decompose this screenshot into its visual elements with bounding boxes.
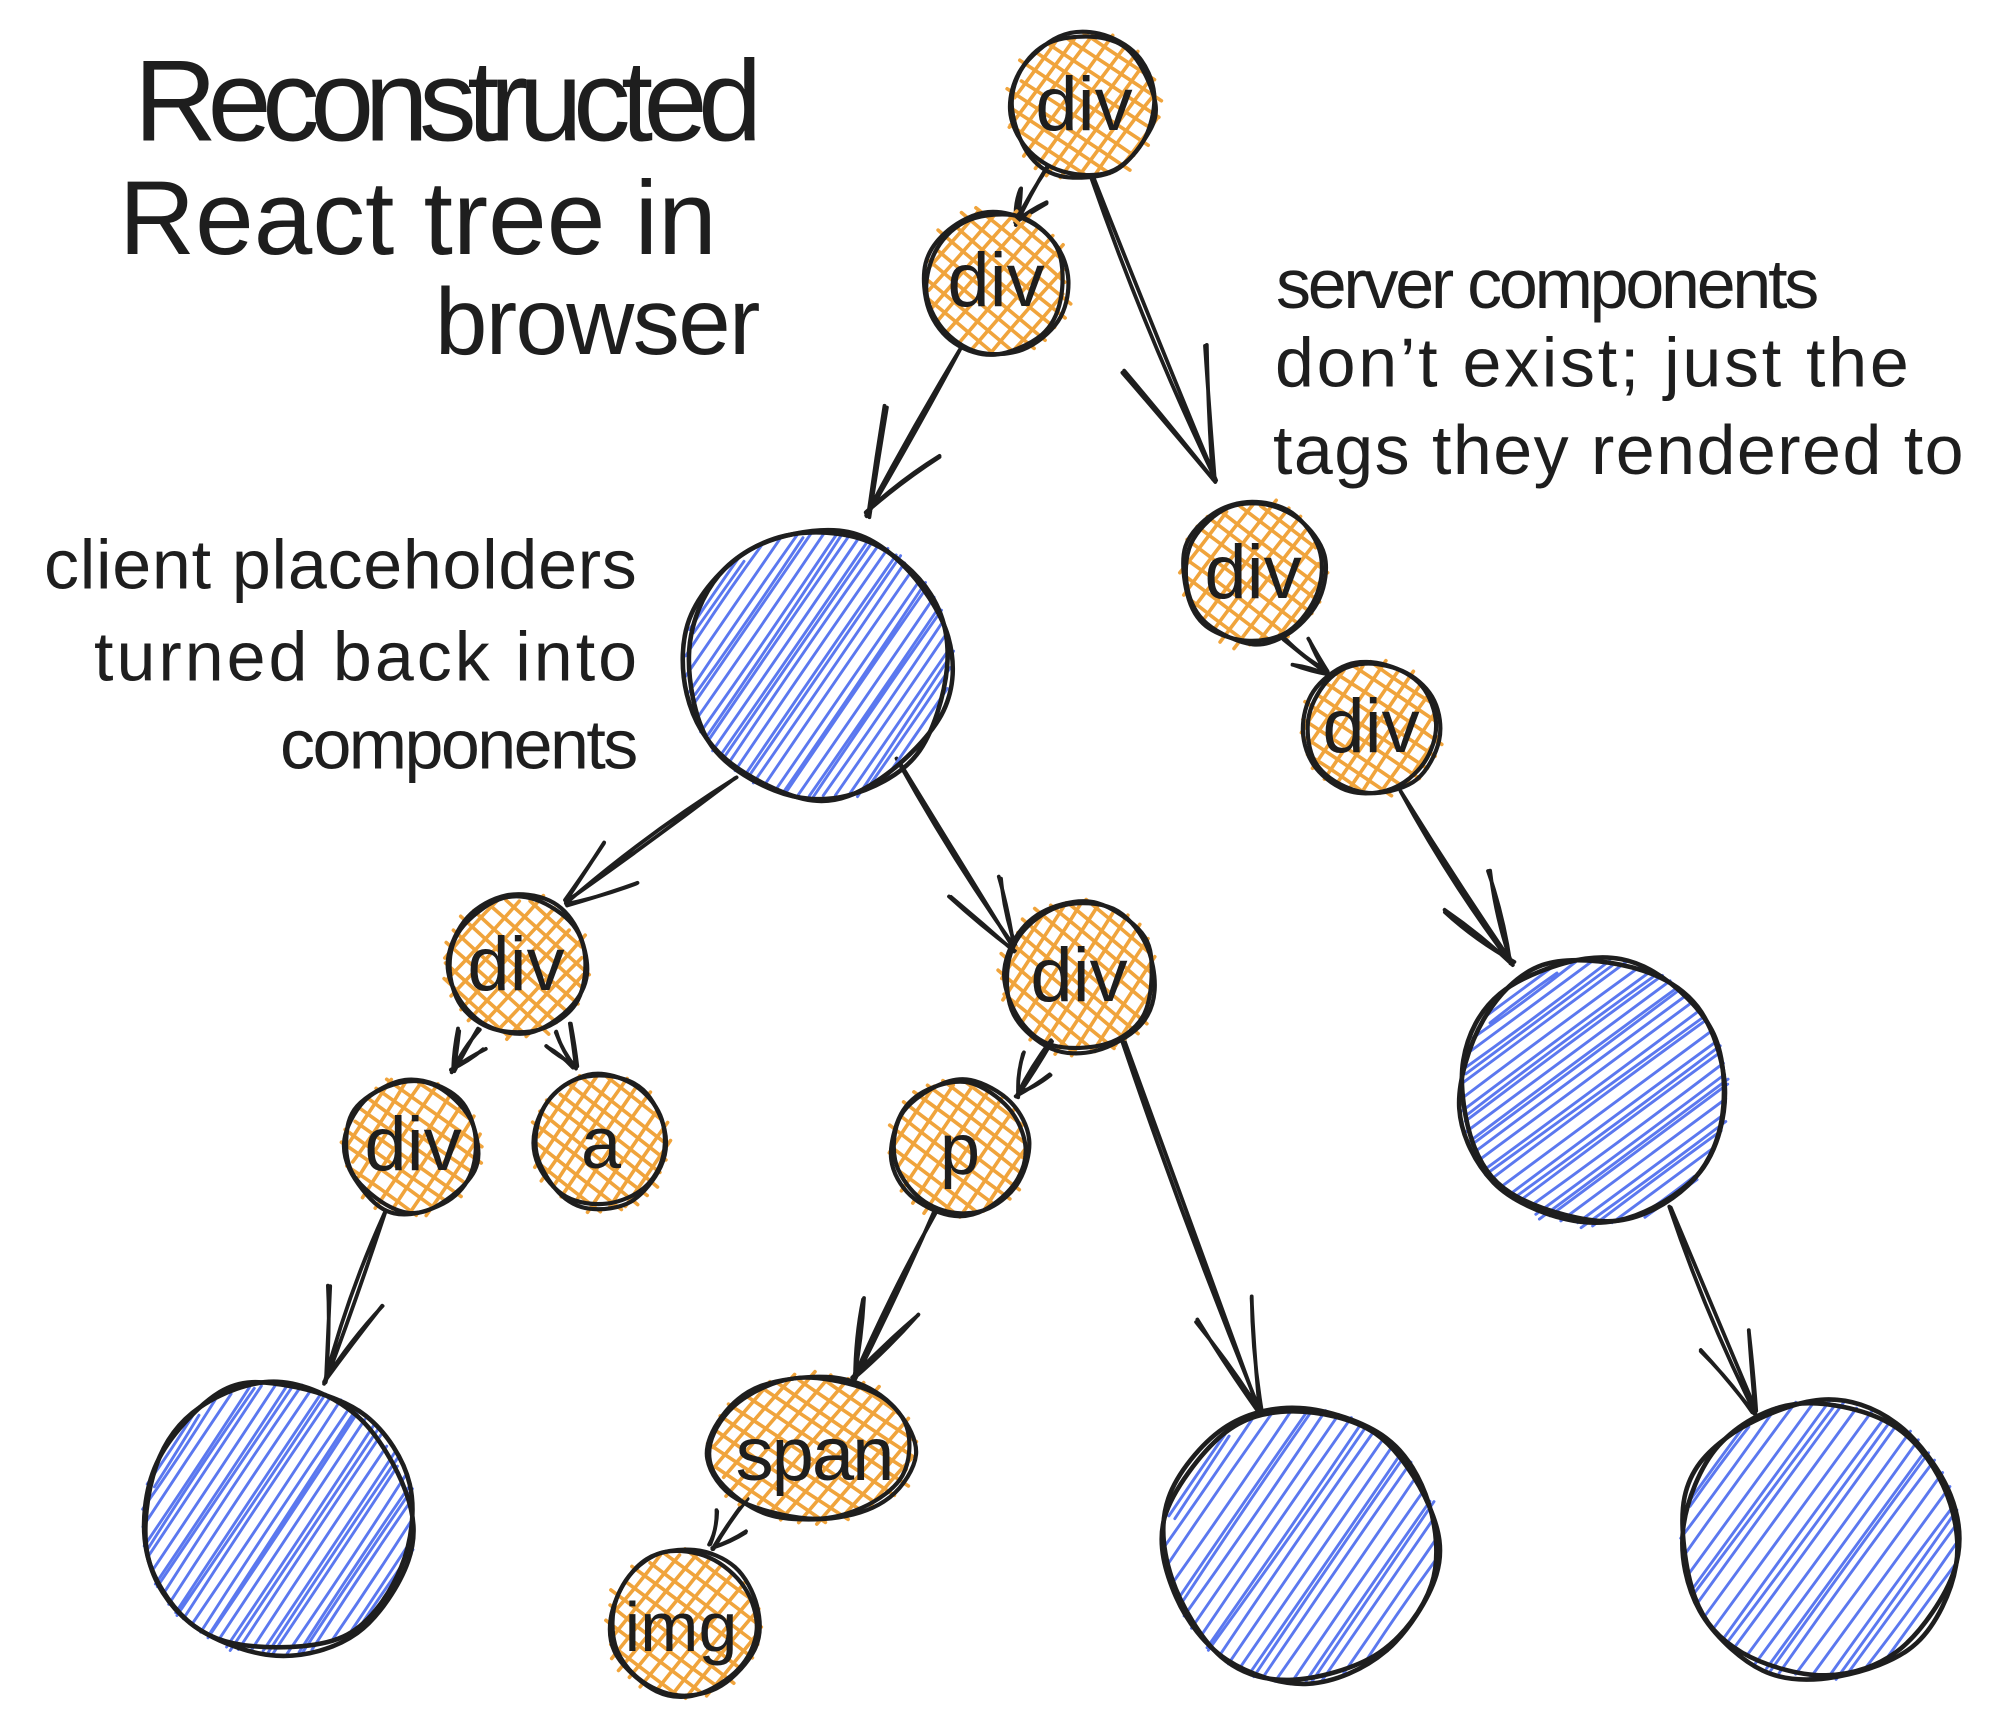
svg-text:p: p — [940, 1110, 980, 1190]
svg-text:browser: browser — [435, 269, 759, 374]
svg-text:div: div — [1035, 62, 1132, 147]
svg-text:client placeholders: client placeholders — [44, 526, 637, 604]
svg-text:server components: server components — [1276, 245, 1817, 323]
svg-text:img: img — [625, 1588, 738, 1666]
svg-text:div: div — [1204, 530, 1301, 615]
svg-text:turned back into: turned back into — [94, 618, 640, 696]
svg-text:a: a — [581, 1104, 622, 1184]
svg-text:Reconstructed: Reconstructed — [134, 38, 755, 166]
svg-text:div: div — [364, 1102, 461, 1187]
svg-text:div: div — [467, 922, 564, 1007]
svg-text:React tree in: React tree in — [119, 160, 717, 277]
svg-text:tags they rendered to: tags they rendered to — [1273, 411, 1965, 489]
svg-text:don’t exist; just the: don’t exist; just the — [1275, 324, 1911, 402]
svg-text:div: div — [1030, 933, 1127, 1018]
svg-text:div: div — [1322, 684, 1419, 769]
svg-text:div: div — [947, 238, 1044, 323]
svg-text:components: components — [280, 706, 636, 784]
svg-text:span: span — [736, 1412, 893, 1497]
